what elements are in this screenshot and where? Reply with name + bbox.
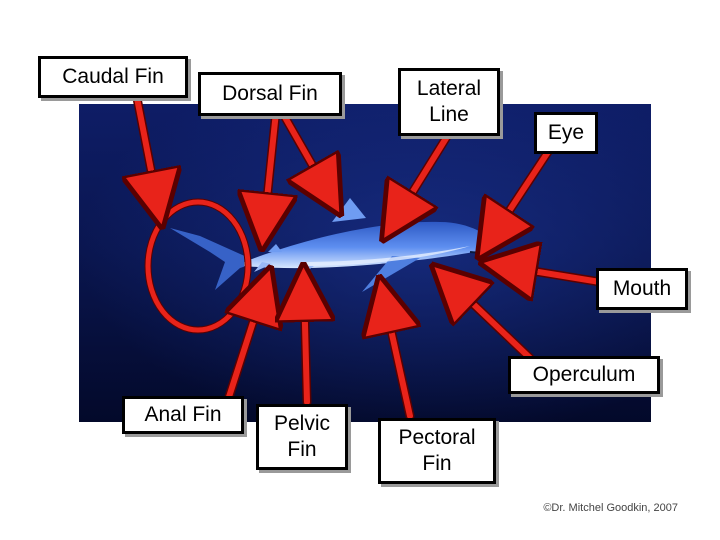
label-mouth: Mouth	[596, 268, 688, 310]
label-lateral-line: Lateral Line	[398, 68, 500, 136]
arrow-dorsal-fin	[264, 107, 330, 228]
label-caudal-fin: Caudal Fin	[38, 56, 188, 98]
arrow-pectoral-fin	[384, 298, 410, 421]
label-pelvic-fin: Pelvic Fin	[256, 404, 348, 470]
label-eye: Eye	[534, 112, 598, 154]
arrow-mouth	[502, 266, 605, 282]
arrow-eye	[490, 147, 553, 240]
copyright-credit: ©Dr. Mitchel Goodkin, 2007	[543, 502, 678, 514]
shark-caudal-fin	[170, 228, 258, 290]
arrow-pelvic-fin	[304, 286, 307, 407]
arrow-operculum	[448, 280, 535, 363]
label-pectoral-fin: Pectoral Fin	[378, 418, 496, 484]
label-dorsal-fin: Dorsal Fin	[198, 72, 342, 116]
arrow-caudal-fin	[137, 93, 158, 206]
shark-photo	[79, 104, 651, 422]
label-anal-fin: Anal Fin	[122, 396, 244, 434]
label-operculum: Operculum	[508, 356, 660, 394]
arrow-anal-fin	[223, 288, 264, 405]
arrow-lateral-line	[394, 130, 453, 222]
